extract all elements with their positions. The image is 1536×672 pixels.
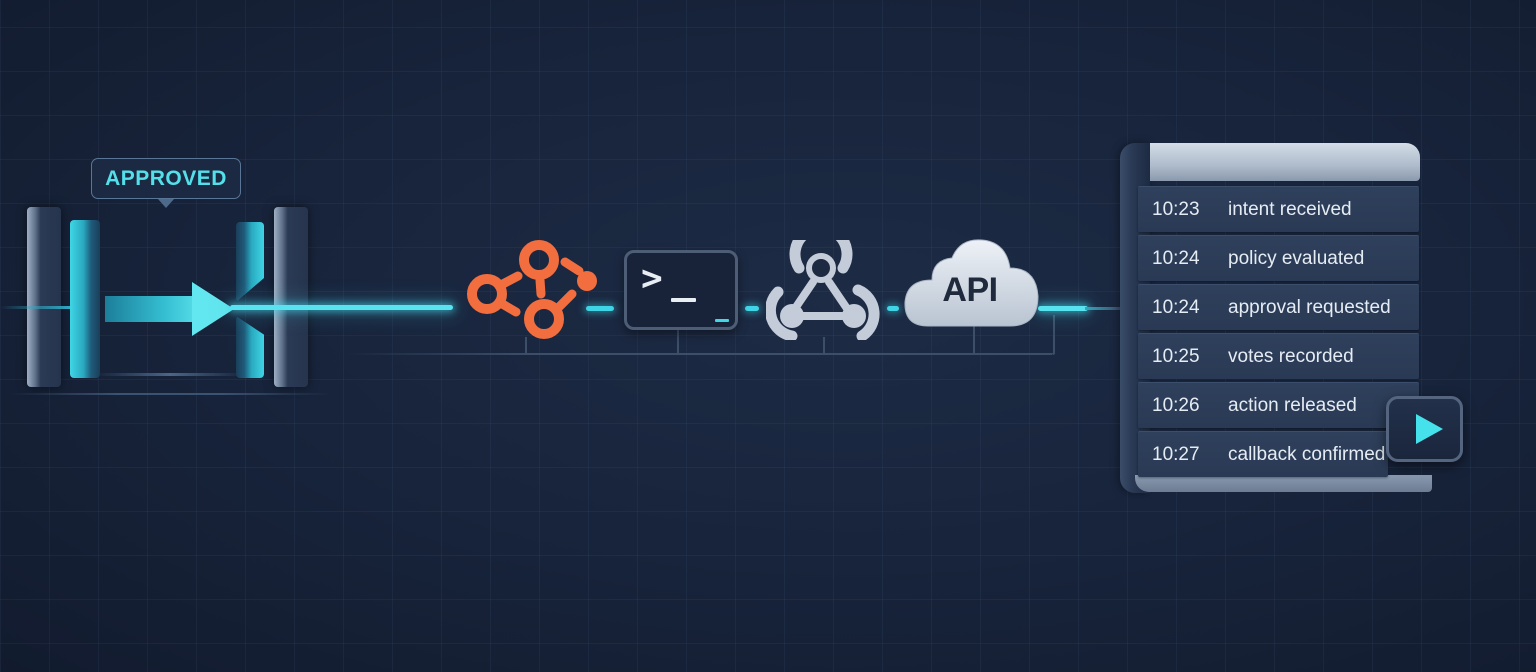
connector-tick (525, 337, 527, 355)
play-icon (1416, 414, 1443, 444)
incoming-beam (0, 306, 70, 309)
log-entry[interactable]: 10:24 policy evaluated (1138, 235, 1419, 281)
gate-left-outer-pillar (27, 207, 61, 387)
log-entry-event: policy evaluated (1228, 247, 1365, 269)
log-entry-event: intent received (1228, 198, 1352, 220)
connector-rail (679, 353, 823, 355)
connector-rail (345, 353, 525, 355)
approval-arrow-head (192, 282, 234, 336)
cloud-icon (904, 239, 1039, 327)
gate-right-outer-pillar (274, 207, 308, 387)
log-entry-event: votes recorded (1228, 345, 1354, 367)
flow-dash (745, 306, 759, 311)
terminal-icon: > (624, 250, 738, 330)
log-entry-event: approval requested (1228, 296, 1391, 318)
log-scroll-bottom (1135, 475, 1432, 492)
log-entry[interactable]: 10:23 intent received (1138, 186, 1419, 232)
log-entry[interactable]: 10:27 callback confirmed (1138, 431, 1388, 477)
approval-arrow-body (105, 296, 205, 322)
flow-beam-tail (1085, 307, 1120, 310)
approved-badge-label: APPROVED (105, 166, 227, 190)
replay-play-button[interactable] (1386, 396, 1463, 462)
outgoing-beam (230, 305, 453, 310)
gate-left-inner-panel (70, 220, 100, 378)
log-entry-event: action released (1228, 394, 1357, 416)
graph-nodes-icon (467, 240, 597, 339)
badge-pointer (158, 199, 174, 208)
connector-tick (973, 325, 975, 355)
flow-dash (586, 306, 614, 311)
terminal-underscore (671, 298, 696, 302)
gate-floor (95, 373, 245, 376)
gate-floor-shadow (10, 393, 330, 395)
api-label: API (942, 271, 998, 309)
approved-badge: APPROVED (91, 158, 241, 199)
terminal-prompt: > (641, 258, 663, 299)
connector-rail (975, 353, 1053, 355)
flow-beam-to-log (1038, 306, 1088, 311)
log-entry[interactable]: 10:25 votes recorded (1138, 333, 1419, 379)
log-entry-time: 10:24 (1152, 296, 1200, 318)
log-scroll-top (1150, 143, 1420, 181)
log-entry[interactable]: 10:24 approval requested (1138, 284, 1419, 330)
log-entry-time: 10:26 (1152, 394, 1200, 416)
log-entry-event: callback confirmed (1228, 443, 1386, 465)
terminal-cursor (715, 319, 729, 322)
log-entry-time: 10:25 (1152, 345, 1200, 367)
connector-tick (677, 330, 679, 355)
connector-tick (1053, 315, 1055, 355)
log-entry[interactable]: 10:26 action released (1138, 382, 1419, 428)
log-entry-time: 10:24 (1152, 247, 1200, 269)
webhook-icon (766, 240, 880, 340)
flow-dash (887, 306, 899, 311)
log-list: 10:23 intent received 10:24 policy evalu… (1138, 186, 1419, 480)
connector-tick (823, 337, 825, 355)
log-entry-time: 10:23 (1152, 198, 1200, 220)
connector-rail (527, 353, 677, 355)
log-entry-time: 10:27 (1152, 443, 1200, 465)
connector-rail (825, 353, 973, 355)
